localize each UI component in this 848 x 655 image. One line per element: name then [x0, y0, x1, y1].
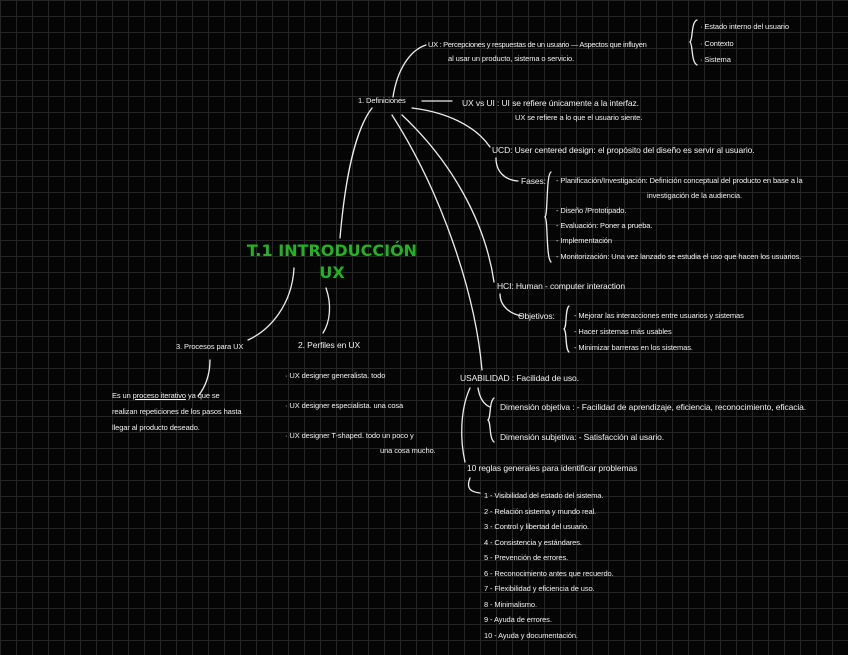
reglas-label: 10 reglas generales para identificar pro…	[467, 463, 638, 473]
objetivos-label: Objetivos:	[518, 311, 555, 321]
regla-item: 1 - Visibilidad del estado del sistema.	[484, 491, 604, 500]
hci-label: HCI: Human - computer interaction	[497, 281, 626, 291]
procesos-desc-post: ya que se	[187, 391, 220, 400]
connector-usab-reglas	[461, 387, 471, 463]
connector-def-ucd	[411, 107, 491, 148]
main-title: T.1 INTRODUCCIÓN	[246, 241, 418, 260]
procesos-desc-pre: Es un	[112, 391, 131, 400]
perfil-item: · UX designer T-shaped. todo un poco y	[285, 431, 414, 440]
fase-item: - Evaluación: Poner a prueba.	[556, 221, 653, 230]
perfil-item: · UX designer generalista. todo	[285, 371, 386, 380]
brace-fases	[543, 171, 552, 263]
fase-item-cont: investigación de la audiencia.	[647, 191, 742, 200]
brace-aspectos	[688, 19, 698, 66]
brace-dimensiones	[486, 397, 495, 443]
objetivo-item: - Hacer sistemas más usables	[574, 327, 672, 336]
connector-ucd-fases	[495, 157, 519, 182]
procesos-desc-line3: llegar al producto deseado.	[112, 423, 200, 432]
connector-def-hci	[401, 114, 495, 283]
definiciones-label: 1. Definiciones	[358, 96, 406, 105]
regla-item: 5 - Prevención de errores.	[484, 553, 569, 562]
aspecto-item: · Contexto	[700, 39, 734, 48]
procesos-label: 3. Procesos para UX	[176, 342, 244, 351]
connector-hci-objetivos	[499, 293, 523, 317]
fase-item: - Planificación/Investigación: Definició…	[556, 176, 803, 185]
connector-title-perfiles	[322, 287, 331, 334]
regla-item: 9 - Ayuda de errores.	[484, 615, 552, 624]
aspecto-item: · Sistema	[700, 55, 731, 64]
connector-title-definiciones	[339, 107, 373, 239]
connector-usab-dims	[477, 387, 491, 408]
objetivo-item: - Minimizar barreras en los sistemas.	[574, 343, 693, 352]
regla-item: 6 - Reconocimiento antes que recuerdo.	[484, 568, 614, 578]
perfiles-label: 2. Perfiles en UX	[298, 340, 361, 350]
regla-item: 4 - Consistencia y estándares.	[484, 537, 582, 547]
procesos-desc-line2: realizan repeticiones de los pasos hasta	[112, 407, 242, 416]
ux-vs-ui: UX vs UI : UI se refiere únicamente a la…	[462, 98, 639, 108]
regla-item: 7 - Flexibilidad y eficiencia de uso.	[484, 584, 595, 593]
perfil-item: · UX designer especialista. una cosa	[285, 401, 404, 410]
dimension-subjetiva: Dimensión subjetiva: - Satisfacción al u…	[500, 432, 665, 442]
objetivo-item: - Mejorar las interacciones entre usuari…	[574, 311, 744, 320]
usabilidad-label: USABILIDAD : Facilidad de uso.	[460, 373, 579, 383]
ucd-label: UCD: User centered design: el propósito …	[492, 145, 755, 155]
ux-definition-cont: al usar un producto, sistema o servicio.	[448, 54, 575, 63]
fases-label: Fases:	[521, 176, 546, 186]
fase-item: - Diseño /Prototipado.	[556, 206, 627, 215]
procesos-desc-underlined: proceso iterativo	[132, 391, 186, 400]
regla-item: 10 - Ayuda y documentación.	[484, 630, 578, 640]
brace-objetivos	[562, 305, 570, 353]
perfil-item-cont: una cosa mucho.	[380, 446, 436, 455]
aspecto-item: · Estado interno del usuario	[700, 22, 789, 31]
connector-reglas-list	[467, 477, 481, 494]
fase-item: - Implementación	[556, 236, 612, 245]
regla-item: 3 - Control y libertad del usuario.	[484, 522, 589, 531]
procesos-desc: Es un proceso iterativo ya que se	[112, 391, 220, 401]
connector-procesos-desc	[197, 359, 211, 397]
fase-item: - Monitorización: Una vez lanzado se est…	[556, 252, 802, 261]
ux-vs-ui-cont: UX se refiere a lo que el usuario siente…	[515, 113, 643, 122]
main-title-ux: UX	[319, 263, 345, 282]
dimension-objetiva: Dimensión objetiva : - Facilidad de apre…	[500, 402, 807, 412]
regla-item: 2 - Relación sistema y mundo real.	[484, 506, 597, 516]
connector-def-usabilidad	[391, 114, 483, 371]
connector-title-procesos	[247, 267, 295, 341]
regla-item: 8 - Minimalismo.	[484, 599, 537, 609]
connector-def-ux	[392, 44, 427, 98]
ux-definition: UX : Percepciones y respuestas de un usu…	[428, 40, 647, 49]
